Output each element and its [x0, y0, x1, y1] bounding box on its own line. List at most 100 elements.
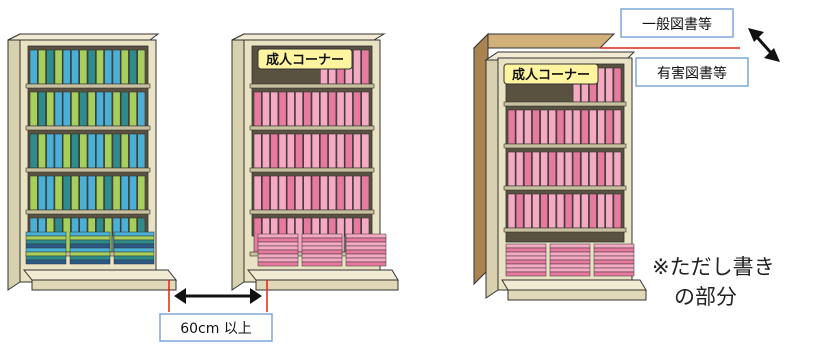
book-spine [589, 151, 597, 187]
book-spine [532, 193, 540, 229]
distance-indicator: 60cm 以上 [159, 280, 273, 342]
stacked-book [505, 247, 547, 253]
book-spine [564, 109, 573, 145]
book-spine [605, 67, 614, 103]
book-spine [137, 133, 146, 169]
book-spine [278, 133, 287, 169]
book-spine [580, 151, 589, 187]
stacked-book [549, 251, 591, 257]
stacked-book [69, 243, 111, 249]
stacked-book [25, 251, 67, 257]
stacked-book [113, 235, 155, 241]
book-spine [532, 151, 540, 187]
adult-corner-label-box-right [503, 63, 599, 85]
stacked-book [593, 243, 635, 249]
stacked-book [593, 267, 635, 273]
book-spine [564, 151, 573, 187]
adult-corner-bookshelf: 成人コーナー [231, 33, 399, 291]
stacked-book [301, 241, 343, 247]
book-spine [515, 151, 524, 187]
stacked-book [345, 249, 387, 255]
stacked-book [69, 251, 111, 257]
stacked-book [69, 247, 111, 253]
book-spine [120, 175, 129, 211]
book-spine [597, 109, 605, 145]
book-spine [507, 193, 516, 229]
book-spine [353, 175, 361, 211]
book-spine [120, 49, 129, 85]
book-spine [46, 133, 55, 169]
shelf-board [249, 167, 375, 173]
stacked-book [505, 243, 547, 249]
book-spine [62, 91, 71, 127]
book-spine [344, 175, 353, 211]
book-spine [523, 151, 532, 187]
book-spine [129, 91, 137, 127]
stacked-book [593, 255, 635, 261]
book-spine [605, 109, 614, 145]
book-spine [129, 175, 137, 211]
double-arrow-horizontal-icon [174, 288, 262, 304]
book-spine [311, 133, 320, 169]
book-spine [278, 175, 287, 211]
book-spine [336, 133, 345, 169]
shelf-board [25, 167, 151, 173]
book-spine [96, 49, 104, 85]
stacked-book [69, 259, 111, 265]
book-spine [37, 91, 46, 127]
book-spine [120, 91, 129, 127]
book-spine [613, 67, 622, 103]
book-spine [286, 91, 295, 127]
stacked-book [113, 239, 155, 245]
stacked-book [25, 259, 67, 265]
book-spine [303, 175, 312, 211]
adult-corner-label: 成人コーナー [266, 52, 344, 68]
book-spine [295, 91, 303, 127]
distance-label: 60cm 以上 [180, 321, 252, 337]
book-spine [253, 133, 262, 169]
harmful-books-label: 有害図書等 [657, 65, 727, 82]
book-spine [37, 175, 46, 211]
book-spine [71, 49, 80, 85]
book-spine [328, 175, 337, 211]
book-spine [597, 151, 605, 187]
stacked-book [549, 243, 591, 249]
book-spine [54, 175, 63, 211]
book-spine [311, 175, 320, 211]
stacked-book [113, 259, 155, 265]
book-spine [104, 91, 113, 127]
book-spine [112, 91, 121, 127]
book-spine [286, 133, 295, 169]
book-spine [137, 49, 146, 85]
stacked-book [257, 257, 299, 263]
book-spine [540, 109, 548, 145]
stacked-book [257, 261, 299, 267]
book-spine [605, 151, 614, 187]
book-spine [270, 175, 279, 211]
distance-label-box [159, 313, 273, 342]
book-spine [62, 49, 71, 85]
shelf-board [25, 125, 151, 131]
book-spine [589, 193, 597, 229]
book-spine [556, 193, 565, 229]
book-spine [336, 175, 345, 211]
book-spine [286, 175, 295, 211]
book-spine [87, 49, 96, 85]
stacked-book [301, 233, 343, 239]
stacked-book [505, 251, 547, 257]
stacked-book [593, 251, 635, 257]
book-spine [87, 175, 96, 211]
book-spine [344, 91, 353, 127]
book-spine [37, 133, 46, 169]
general-books-label: 一般図書等 [642, 16, 712, 33]
stacked-book [505, 267, 547, 273]
book-spine [597, 67, 605, 103]
book-spine [112, 175, 121, 211]
shelf-board [249, 209, 375, 215]
book-spine [507, 109, 516, 145]
stacked-book [549, 247, 591, 253]
shelf-board [249, 125, 375, 131]
stacked-book [549, 267, 591, 273]
book-spine [79, 49, 88, 85]
stacked-book [345, 257, 387, 263]
